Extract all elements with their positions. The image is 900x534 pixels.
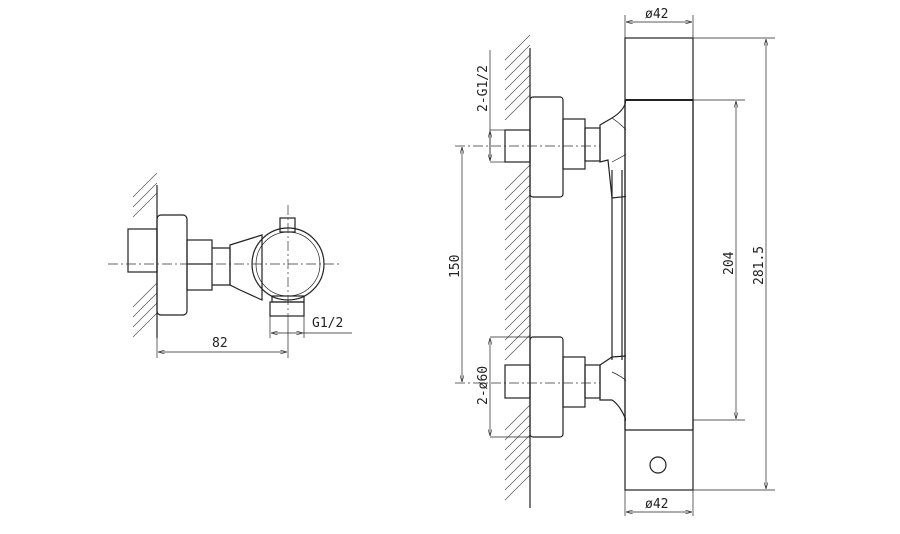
- hatch-line: [504, 314, 531, 341]
- hatch-line: [504, 74, 531, 101]
- hatch-line: [504, 424, 531, 451]
- top-nut: [562, 118, 586, 170]
- hatch-line: [132, 182, 158, 208]
- dim-bottom-diameter-label: ø42: [645, 497, 668, 512]
- hatch-line: [504, 204, 531, 231]
- hatch-line: [504, 434, 531, 461]
- wall-hatch-right: [504, 34, 531, 501]
- hatch-line: [504, 34, 531, 61]
- bottom-nut: [562, 356, 586, 408]
- bottom-inlet-stub: [504, 364, 531, 399]
- dim-depth-label: 82: [212, 336, 228, 351]
- hatch-line: [504, 304, 531, 331]
- hatch-line: [504, 94, 531, 121]
- hatch-line: [504, 464, 531, 491]
- dim-body-height-label: 204: [722, 251, 737, 275]
- hatch-line: [504, 194, 531, 221]
- dim-total-height-label: 281.5: [752, 246, 767, 285]
- hatch-line: [504, 254, 531, 281]
- hatch-line: [504, 414, 531, 441]
- hatch-line: [504, 324, 531, 351]
- hatch-line: [132, 172, 158, 198]
- hatch-line: [504, 334, 531, 361]
- nut: [186, 239, 213, 291]
- hatch-line: [504, 164, 531, 191]
- top-nub: [279, 217, 296, 233]
- hatch-line: [504, 284, 531, 311]
- hatch-line: [504, 54, 531, 81]
- hatch-line: [504, 454, 531, 481]
- hatch-line: [504, 184, 531, 211]
- hatch-line: [132, 302, 158, 328]
- dim-inlet-spacing-label: 150: [448, 255, 463, 278]
- inlet-stub: [127, 228, 158, 273]
- hatch-line: [504, 44, 531, 71]
- dim-flange-diameter-label: 2-ø60: [476, 366, 491, 405]
- hatch-line: [504, 64, 531, 91]
- hatch-line: [504, 274, 531, 301]
- wall-flange: [156, 214, 188, 316]
- wall-hatch-left: [132, 172, 158, 338]
- hatch-line: [132, 192, 158, 218]
- hatch-line: [504, 234, 531, 261]
- dim-outlet-thread-label: G1/2: [312, 316, 343, 331]
- hatch-line: [504, 264, 531, 291]
- front-view: [455, 15, 775, 516]
- dim-top-diameter-label: ø42: [645, 7, 668, 22]
- hatch-line: [504, 174, 531, 201]
- bottom-flange: [529, 336, 564, 438]
- hatch-line: [132, 282, 158, 308]
- outlet: [269, 301, 305, 317]
- hatch-line: [132, 292, 158, 318]
- hatch-line: [504, 224, 531, 251]
- top-flange: [529, 96, 564, 198]
- side-view: [108, 172, 352, 358]
- hatch-line: [504, 444, 531, 471]
- hatch-line: [504, 84, 531, 111]
- hatch-line: [132, 312, 158, 338]
- outlet-hole: [649, 456, 667, 474]
- hatch-line: [504, 294, 531, 321]
- hatch-line: [504, 214, 531, 241]
- dim-inlet-thread-label: 2-G1/2: [476, 65, 491, 112]
- hatch-line: [504, 474, 531, 501]
- hatch-line: [504, 244, 531, 271]
- hatch-line: [504, 404, 531, 431]
